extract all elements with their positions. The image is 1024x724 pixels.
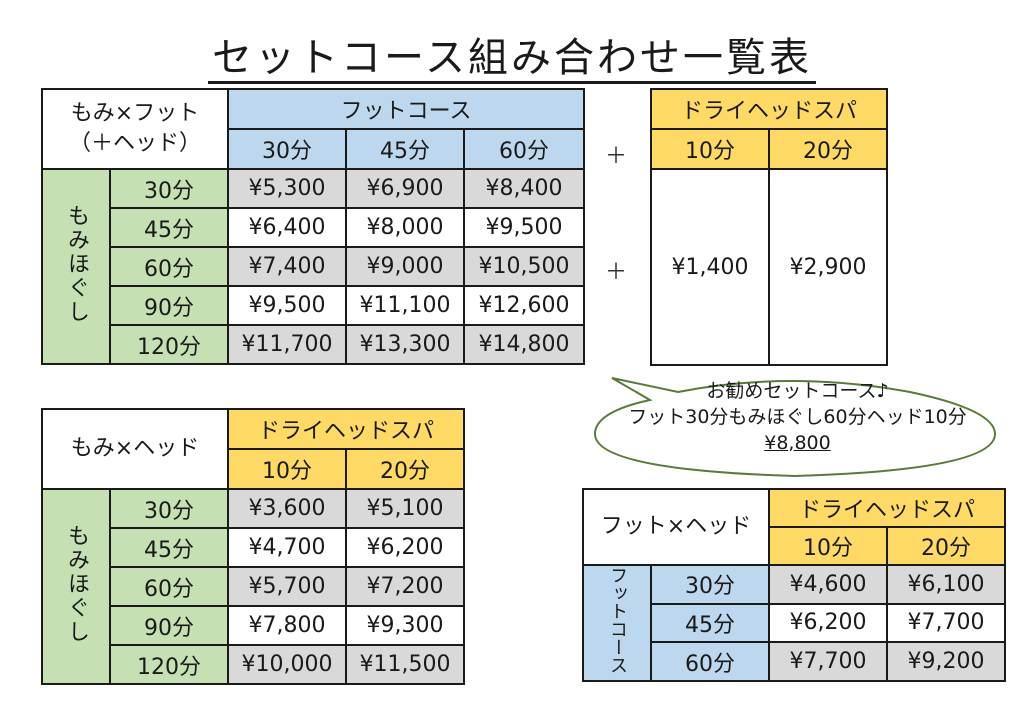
- recommend-price: ¥8,800: [764, 432, 831, 454]
- row-group-label: もみほぐし: [64, 203, 89, 324]
- row-header: 90分: [108, 285, 230, 326]
- plus-sign-top: ＋: [605, 144, 628, 169]
- row-group-label: もみほぐし: [64, 523, 89, 644]
- price-cell: ¥10,500: [463, 246, 586, 287]
- price-cell: ¥10,000: [227, 644, 347, 685]
- price-cell: ¥6,400: [227, 207, 348, 248]
- price-cell: ¥4,600: [768, 564, 888, 605]
- price-cell: ¥7,200: [344, 566, 466, 607]
- price-cell: ¥11,700: [227, 324, 348, 365]
- price-cell: ¥7,800: [227, 605, 347, 646]
- col-header: 60分: [463, 128, 586, 170]
- row-header: 45分: [109, 527, 229, 568]
- price-cell: ¥5,100: [344, 488, 466, 529]
- price-cell: ¥5,300: [227, 168, 348, 209]
- plus-sign-middle: ＋: [605, 260, 628, 285]
- price-cell: ¥2,900: [767, 168, 889, 366]
- page-title: セットコース組み合わせ一覧表: [0, 34, 1024, 84]
- price-cell: ¥1,400: [650, 168, 770, 366]
- price-cell: ¥3,600: [227, 488, 347, 529]
- row-header: 30分: [108, 168, 230, 209]
- price-cell: ¥9,500: [227, 285, 348, 326]
- price-cell: ¥9,500: [463, 207, 586, 248]
- table-head-spa-addon: ドライヘッドスパ 10分 20分 ¥1,400 ¥2,900: [649, 88, 889, 366]
- price-cell: ¥14,800: [463, 324, 586, 365]
- row-header: 60分: [108, 246, 230, 287]
- row-group-header: もみほぐし: [41, 488, 111, 685]
- recommend-bubble-icon: [593, 377, 997, 478]
- col-header: 10分: [227, 448, 347, 490]
- price-cell: ¥6,100: [885, 564, 1007, 605]
- price-cell: ¥6,200: [768, 602, 888, 644]
- price-cell: ¥13,300: [345, 324, 466, 365]
- col-header: 10分: [768, 526, 888, 566]
- price-cell: ¥7,400: [227, 246, 348, 287]
- col-header: 20分: [344, 448, 466, 490]
- row-group-header: もみほぐし: [41, 168, 111, 365]
- recommend-bubble: お勧めセットコース♪ フット30分もみほぐし60分ヘッド10分 ¥8,800: [600, 378, 995, 456]
- col-header: 20分: [767, 128, 889, 170]
- recommend-heading: お勧めセットコース♪: [706, 380, 889, 402]
- col-group-header: フットコース: [227, 88, 586, 130]
- price-cell: ¥6,200: [344, 527, 466, 568]
- price-cell: ¥9,200: [885, 641, 1007, 682]
- price-cell: ¥7,700: [885, 602, 1007, 644]
- table-corner: もみ×フット （＋ヘッド）: [40, 88, 230, 170]
- col-header: 30分: [227, 128, 348, 170]
- corner-line-2: （＋ヘッド）: [69, 131, 202, 156]
- row-header: 60分: [650, 641, 770, 682]
- table-corner: フット×ヘッド: [582, 488, 770, 566]
- row-header: 120分: [108, 324, 230, 365]
- col-header: 10分: [650, 128, 770, 170]
- price-cell: ¥8,400: [463, 168, 586, 209]
- col-header: 45分: [345, 128, 466, 170]
- price-cell: ¥12,600: [463, 285, 586, 326]
- col-group-header: ドライヘッドスパ: [649, 88, 889, 130]
- row-header: 90分: [109, 605, 229, 646]
- corner-line-1: もみ×フット: [70, 101, 200, 126]
- table-corner: もみ×ヘッド: [41, 408, 229, 490]
- col-group-header: ドライヘッドスパ: [767, 488, 1007, 528]
- price-cell: ¥11,100: [345, 285, 466, 326]
- price-cell: ¥6,900: [345, 168, 466, 209]
- price-cell: ¥9,000: [345, 246, 466, 287]
- row-header: 120分: [109, 644, 229, 685]
- price-cell: ¥9,300: [344, 605, 466, 646]
- row-header: 45分: [650, 602, 770, 644]
- row-header: 60分: [109, 566, 229, 607]
- row-header: 30分: [109, 488, 229, 529]
- price-cell: ¥11,500: [344, 644, 466, 685]
- row-group-header: フットコース: [582, 564, 652, 682]
- table-foot-head: フット×ヘッド ドライヘッドスパ 10分 20分 フットコース 30分 ¥4,6…: [582, 488, 1007, 682]
- table-momi-head: もみ×ヘッド ドライヘッドスパ 10分 20分 もみほぐし 30分 ¥3,600…: [41, 408, 466, 685]
- row-group-label: フットコース: [607, 566, 628, 674]
- col-group-header: ドライヘッドスパ: [226, 408, 466, 450]
- price-cell: ¥4,700: [227, 527, 347, 568]
- recommend-detail: フット30分もみほぐし60分ヘッド10分: [628, 406, 967, 428]
- price-cell: ¥7,700: [768, 641, 888, 682]
- row-header: 45分: [108, 207, 230, 248]
- page-title-text: セットコース組み合わせ一覧表: [208, 35, 816, 84]
- price-cell: ¥8,000: [345, 207, 466, 248]
- price-cell: ¥5,700: [227, 566, 347, 607]
- col-header: 20分: [885, 526, 1007, 566]
- row-header: 30分: [650, 564, 770, 605]
- table-momi-foot: もみ×フット （＋ヘッド） フットコース 30分 45分 60分 もみほぐし 3…: [40, 88, 586, 365]
